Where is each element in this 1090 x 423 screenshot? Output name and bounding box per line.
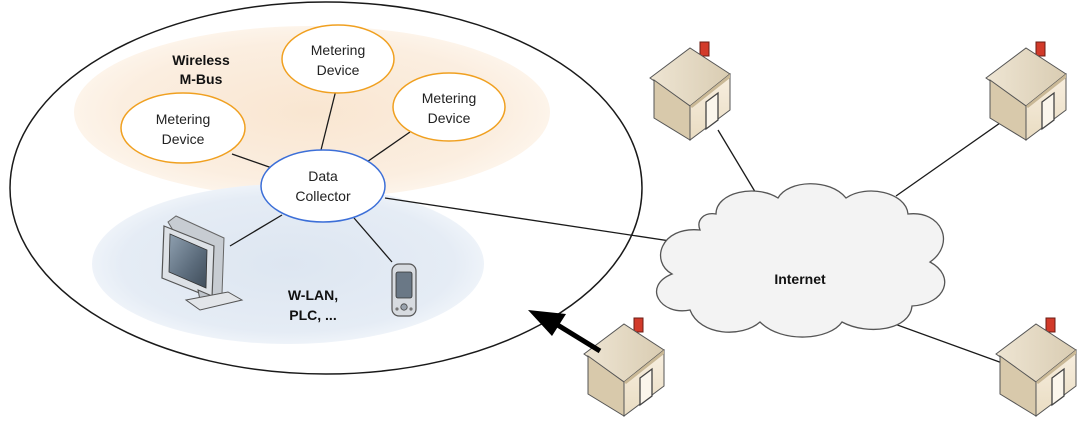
data-collector-line1: Data	[308, 168, 338, 184]
data-collector-line2: Collector	[295, 188, 351, 204]
line-pda-collector	[353, 217, 393, 263]
metering-device-2-line2: Device	[317, 62, 360, 78]
wireless-label-line1: Wireless	[172, 52, 230, 68]
metering-device-3-line1: Metering	[422, 90, 476, 106]
wireless-label-line2: M-Bus	[180, 71, 223, 87]
line-internet-house-topleft	[717, 129, 761, 201]
monitor-icon	[161, 215, 244, 311]
house-icon-bottom-center	[583, 317, 665, 417]
local-network-boundary	[9, 1, 643, 375]
arrow-icon	[528, 310, 602, 354]
metering-device-1-line1: Metering	[156, 111, 210, 127]
line-md1-collector	[231, 153, 273, 169]
line-internet-house-bottomright	[877, 317, 1006, 365]
metering-device-3: Metering Device	[392, 72, 506, 142]
wlan-label-line1: W-LAN,	[288, 287, 338, 303]
metering-device-3-line2: Device	[428, 110, 471, 126]
internet-label: Internet	[774, 271, 826, 287]
metering-device-2-line1: Metering	[311, 42, 365, 58]
wlan-label-line2: PLC, ...	[289, 307, 336, 323]
data-collector: Data Collector	[260, 149, 386, 223]
metering-device-1: Metering Device	[120, 92, 246, 164]
house-icon-top-left	[649, 41, 731, 141]
cloud-icon: Internet	[656, 183, 946, 338]
line-internet-house-topright	[895, 115, 1011, 197]
pda-icon	[391, 263, 417, 317]
line-md3-collector	[363, 131, 411, 165]
line-md2-collector	[319, 89, 337, 155]
metering-device-2: Metering Device	[281, 24, 395, 94]
house-icon-bottom-right	[995, 317, 1077, 417]
metering-device-1-line2: Device	[162, 131, 205, 147]
line-collector-internet	[384, 197, 691, 245]
house-icon-top-right	[985, 41, 1067, 141]
connection-lines	[229, 89, 1011, 365]
line-monitor-collector	[229, 214, 283, 247]
